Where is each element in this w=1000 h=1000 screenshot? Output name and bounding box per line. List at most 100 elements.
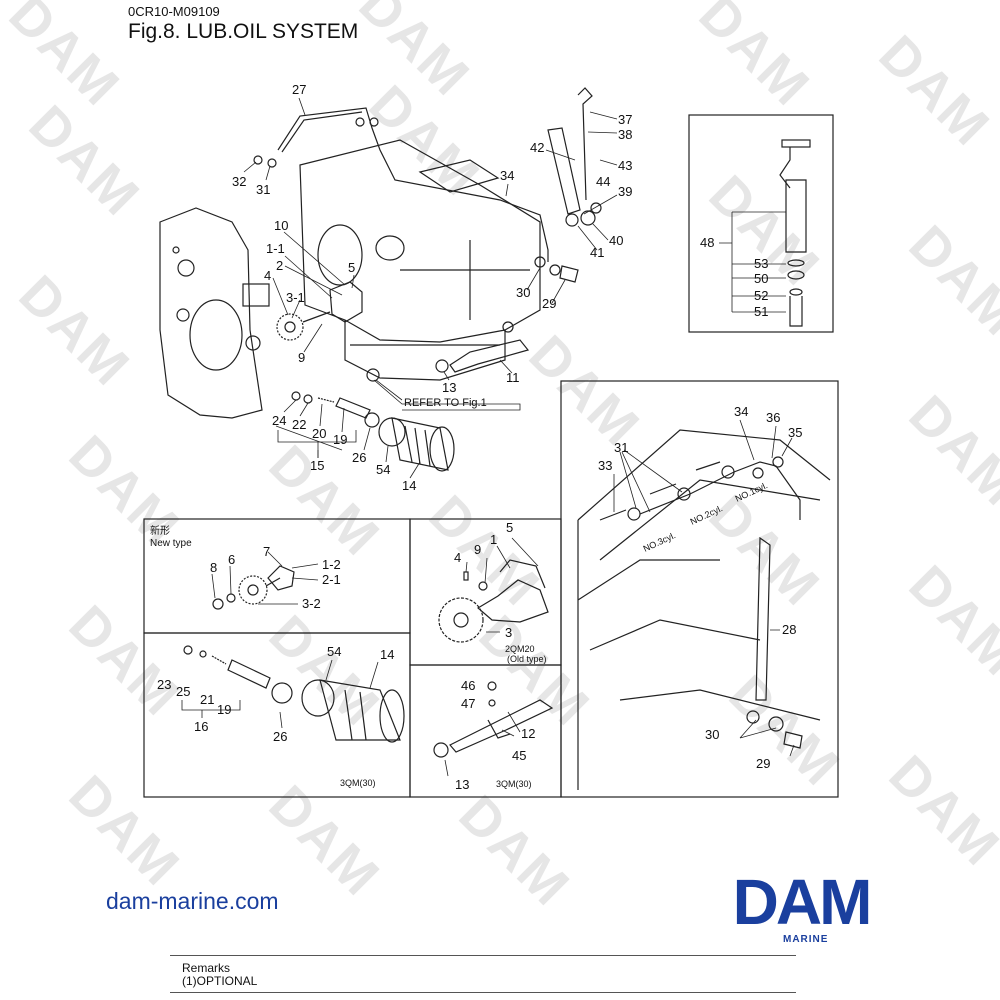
banjo-bolt <box>559 265 579 283</box>
cylinder-label: NO.2cyl. <box>689 503 725 527</box>
cover-bracket <box>242 283 270 307</box>
part-label: 5 <box>348 260 355 275</box>
filter-end <box>379 689 405 743</box>
part-label: 9 <box>298 350 305 365</box>
filter-nut <box>364 412 380 428</box>
dipstick-neck <box>779 147 791 189</box>
new-type-caption-jp: 新形 <box>150 524 170 537</box>
part-label: 54 <box>376 462 390 477</box>
pump-cover <box>499 559 546 589</box>
bolt <box>772 456 784 468</box>
part-label: 10 <box>274 218 288 233</box>
pipe-frame <box>409 664 562 798</box>
part-label: 33 <box>598 458 612 473</box>
part-label: 2-1 <box>322 572 341 587</box>
guide-seal <box>565 213 579 227</box>
panel-frames <box>143 380 839 798</box>
part-label: 28 <box>782 622 796 637</box>
part-label: 3-2 <box>302 596 321 611</box>
new-type-frame <box>143 518 411 634</box>
part-label: 11 <box>506 370 520 385</box>
relief-valve-body <box>335 397 371 419</box>
model-label: 3QM(30) <box>340 778 376 788</box>
gear-hub <box>453 612 469 628</box>
washer <box>746 710 760 724</box>
relief-spring <box>317 397 335 403</box>
relief-washer <box>303 394 313 404</box>
part-label: 31 <box>256 182 270 197</box>
pin <box>463 571 469 581</box>
filter-body <box>319 679 401 741</box>
part-label: 1 <box>490 532 497 547</box>
inset-frame <box>688 114 834 333</box>
part-label: 29 <box>542 296 556 311</box>
seal <box>787 270 805 280</box>
part-label: 39 <box>618 184 632 199</box>
part-label: 20 <box>312 426 326 441</box>
guide-nut <box>580 210 596 226</box>
part-label: 14 <box>402 478 416 493</box>
dam-logo: DAM <box>718 866 884 938</box>
main-labels: 27 32 31 34 42 37 38 43 44 39 40 41 30 2… <box>232 82 632 493</box>
part-label: 36 <box>766 410 780 425</box>
washer <box>768 716 784 732</box>
oil-filter-14 <box>378 417 455 472</box>
remarks-item: (1)OPTIONAL <box>182 974 258 988</box>
plug-bolt <box>366 368 380 382</box>
washer <box>549 264 561 276</box>
part-label: 22 <box>292 417 306 432</box>
part-label: 25 <box>176 684 190 699</box>
filter-rib <box>344 689 353 741</box>
clip <box>789 288 803 296</box>
pump-drive-gear <box>276 313 304 341</box>
cover-opening <box>189 299 243 371</box>
part-label: 7 <box>263 544 270 559</box>
engine-leaders <box>613 419 795 757</box>
part-label: 1-2 <box>322 557 341 572</box>
part-label: 54 <box>327 644 341 659</box>
part-label: 53 <box>754 256 768 271</box>
banjo-right <box>752 467 764 479</box>
part-label: 31 <box>614 440 628 455</box>
banjo-bolt <box>783 731 803 749</box>
main-exploded-view <box>159 87 602 472</box>
bolt <box>478 581 488 591</box>
part-label: 52 <box>754 288 768 303</box>
dipstick-inset: 48 53 50 52 51 <box>688 114 834 333</box>
part-label: 41 <box>590 245 604 260</box>
lower-tube <box>789 296 803 327</box>
website-link[interactable]: dam-marine.com <box>106 888 279 914</box>
logo-subtitle: MARINE <box>783 934 829 945</box>
oil-pan <box>344 320 506 381</box>
washer <box>355 117 365 127</box>
oil-pump-body <box>329 281 363 323</box>
gear <box>438 597 484 643</box>
relief-cap <box>291 391 301 401</box>
part-label: 51 <box>754 304 768 319</box>
main-leaders <box>243 97 618 479</box>
oil-pipe-28 <box>755 536 771 701</box>
guide-bolt <box>590 202 602 214</box>
part-label: 5 <box>506 520 513 535</box>
part-label: 12 <box>521 726 535 741</box>
part-label: 19 <box>333 432 347 447</box>
part-label: 27 <box>292 82 306 97</box>
new-type-caption: New type <box>150 538 192 549</box>
part-label: 19 <box>217 702 231 717</box>
cylinder-studs <box>599 461 721 521</box>
cover-boss <box>177 259 195 277</box>
part-label: 35 <box>788 425 802 440</box>
part-label: 42 <box>530 140 544 155</box>
new-type-leaders <box>211 551 319 605</box>
relief-body <box>227 659 271 689</box>
cover-bolt-hole <box>172 246 180 254</box>
washer <box>488 699 496 707</box>
group-bracket <box>277 430 357 443</box>
banjo <box>721 465 735 479</box>
part-label: 4 <box>454 550 461 565</box>
part-label: 26 <box>273 729 287 744</box>
inset-leaders <box>719 211 786 313</box>
pump-flange <box>267 565 295 591</box>
dipstick-handle <box>781 139 811 148</box>
dipstick-tube <box>785 179 807 253</box>
